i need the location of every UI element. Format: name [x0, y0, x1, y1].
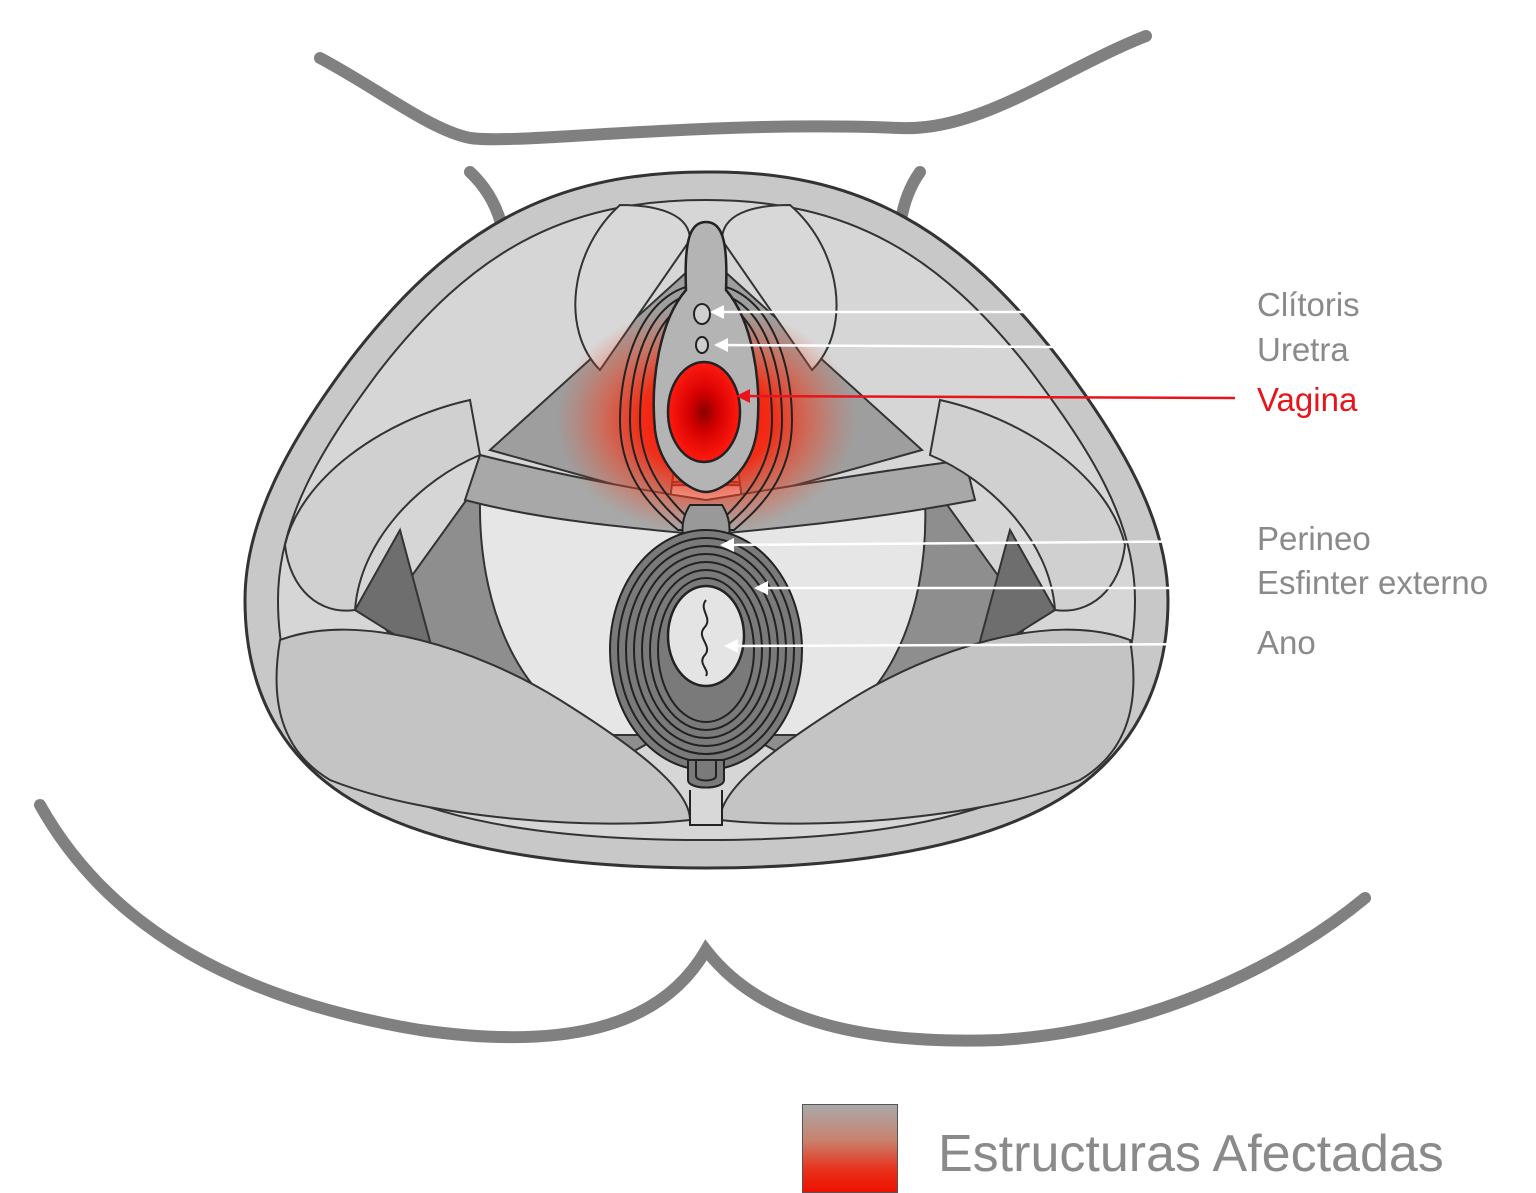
vagina-shape — [668, 362, 740, 462]
label-clitoris: Clítoris — [1257, 288, 1360, 321]
label-vagina: Vagina — [1257, 383, 1357, 416]
legend-text: Estructuras Afectadas — [938, 1128, 1444, 1180]
coccyx-gap — [690, 790, 722, 825]
sphincter-tail — [688, 760, 724, 788]
clitoris-shape — [694, 304, 710, 324]
label-uretra: Uretra — [1257, 333, 1349, 366]
legend-swatch — [802, 1104, 898, 1193]
label-perineo: Perineo — [1257, 522, 1371, 555]
label-ano: Ano — [1257, 626, 1316, 659]
urethra-shape — [696, 337, 708, 353]
label-esfinter: Esfinter externo — [1257, 566, 1488, 599]
waist-line — [320, 36, 1146, 139]
